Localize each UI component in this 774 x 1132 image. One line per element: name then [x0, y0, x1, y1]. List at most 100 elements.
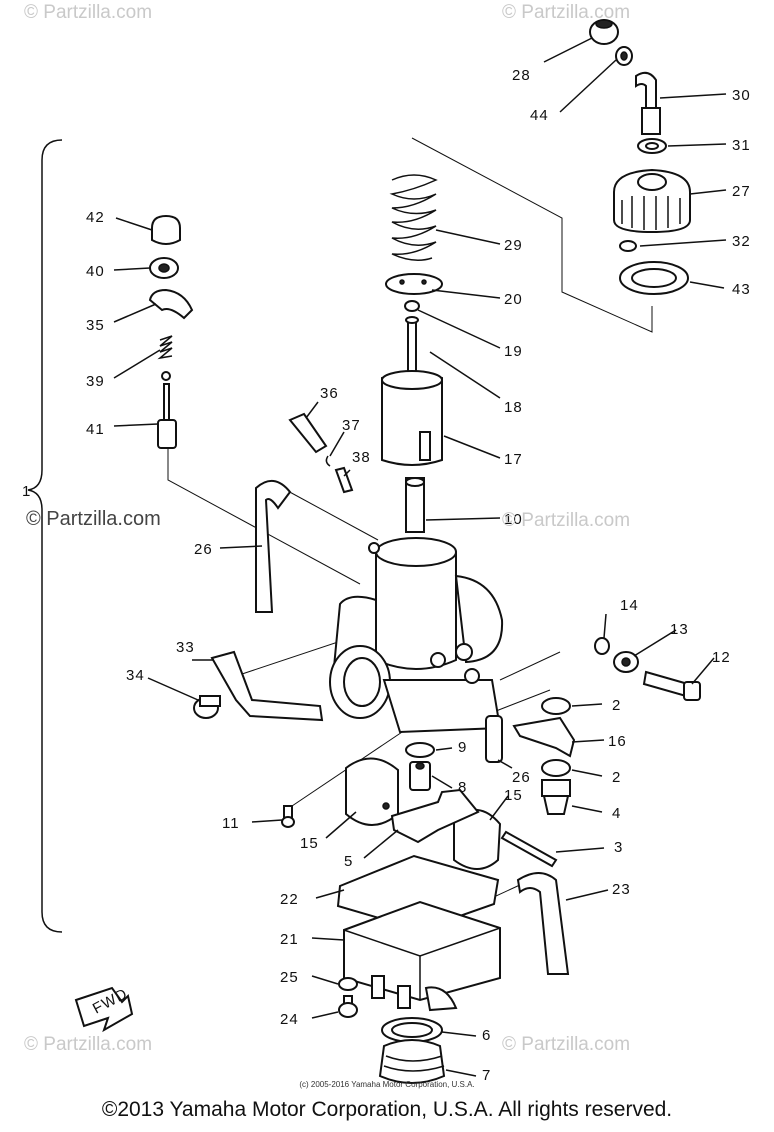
part-26-hose-upper: [255, 480, 292, 613]
callout-43: 43: [732, 281, 751, 298]
callout-11: 11: [222, 815, 240, 832]
part-7-joint: [378, 1039, 446, 1084]
part-23-overflow-hose: [516, 872, 570, 975]
part-25-washer: [338, 977, 358, 991]
callout-2a: 2: [612, 697, 621, 714]
part-41-starter-plunger: [157, 371, 177, 449]
part-16-plate: [512, 716, 576, 758]
part-34-bolt: [193, 695, 221, 719]
callout-39: 39: [86, 373, 105, 390]
part-30-cable-adjuster: [635, 71, 661, 135]
callout-12: 12: [712, 649, 731, 666]
callout-13: 13: [670, 621, 689, 638]
part-6-clamp: [381, 1017, 443, 1043]
fwd-arrow-icon: FWD: [74, 985, 134, 1033]
assembly-bracket: [27, 139, 63, 933]
part-27-chamber-top: [613, 168, 691, 234]
watermark-top-left: © Partzilla.com: [24, 2, 153, 23]
part-32-clip: [619, 240, 637, 252]
callout-14: 14: [620, 597, 639, 614]
callout-10: 10: [504, 511, 523, 528]
callout-36: 36: [320, 385, 339, 402]
part-3-float-pin: [500, 830, 558, 868]
part-38-screw: [334, 466, 354, 494]
part-2-washer-lower: [541, 759, 571, 777]
callout-40: 40: [86, 263, 105, 280]
part-10-needle-jet: [405, 477, 425, 533]
small-copyright: (c) 2005-2016 Yamaha Motor Corporation, …: [299, 1080, 475, 1089]
part-18-jet-needle: [405, 316, 419, 379]
watermark-top-right: © Partzilla.com: [502, 2, 631, 23]
part-15-float-left: [345, 757, 399, 826]
leader-drain-plug: [499, 651, 561, 681]
watermark-bottom-right: © Partzilla.com: [502, 1034, 631, 1055]
part-21-float-chamber: [343, 900, 501, 1012]
callout-16: 16: [608, 733, 627, 750]
callout-1: 1: [22, 483, 31, 500]
leader-pilot-screw: [167, 448, 361, 585]
part-12-throttle-stop-screw: [642, 670, 701, 701]
callout-9: 9: [458, 739, 467, 756]
part-31-washer: [637, 138, 667, 154]
callout-22: 22: [280, 891, 299, 908]
callout-6: 6: [482, 1027, 491, 1044]
part-14-o-ring: [594, 637, 610, 655]
callout-28: 28: [512, 67, 531, 84]
callout-27: 27: [732, 183, 751, 200]
callout-25: 25: [280, 969, 299, 986]
footer-copyright: ©2013 Yamaha Motor Corporation, U.S.A. A…: [101, 1098, 673, 1121]
callout-33: 33: [176, 639, 195, 656]
callout-44: 44: [530, 107, 549, 124]
carburetor-body: [329, 537, 504, 734]
callout-18: 18: [504, 399, 523, 416]
part-22-gasket: [336, 854, 500, 932]
leader-cap-assembly: [411, 137, 653, 333]
part-44-nut: [615, 46, 633, 66]
watermark-mid-left: © Partzilla.com: [26, 508, 161, 530]
part-35-lever: [148, 288, 194, 320]
callout-24: 24: [280, 1011, 299, 1028]
leader-hose-26: [285, 489, 379, 541]
callout-26b: 26: [512, 769, 531, 786]
callout-21: 21: [280, 931, 299, 948]
callout-15b: 15: [504, 787, 523, 804]
leader-lines: [113, 37, 727, 1077]
watermark-bottom-left: © Partzilla.com: [24, 1034, 153, 1055]
callout-2b: 2: [612, 769, 621, 786]
part-9-washer: [405, 742, 435, 758]
callout-34: 34: [126, 667, 145, 684]
part-43-gasket: [619, 261, 689, 295]
callout-29: 29: [504, 237, 523, 254]
part-26-hose-lower: [485, 715, 503, 763]
part-29-spring: [389, 174, 438, 261]
callout-20: 20: [504, 291, 523, 308]
part-11-screw: [281, 805, 295, 828]
callout-7: 7: [482, 1067, 491, 1084]
callout-26a: 26: [194, 541, 213, 558]
part-5-float-arm: [390, 788, 480, 844]
callout-23: 23: [612, 881, 631, 898]
watermark-mid-right: © Partzilla.com: [502, 510, 631, 531]
part-36-air-screw: [288, 412, 328, 454]
part-19-clip: [404, 300, 420, 312]
part-2-washer-upper: [541, 697, 571, 715]
callout-38: 38: [352, 449, 371, 466]
callout-8: 8: [458, 779, 467, 796]
callout-41: 41: [86, 421, 105, 438]
callout-5: 5: [344, 853, 353, 870]
callout-17: 17: [504, 451, 523, 468]
callout-42: 42: [86, 209, 105, 226]
callout-labels: 1 2 2 3 4 5 6 7 8 9 10 11 12 13 14 15 15…: [22, 67, 751, 1084]
part-20-needle-plate: [385, 273, 443, 295]
part-28-cap: [589, 19, 619, 45]
part-42-cap: [151, 214, 181, 245]
callout-4: 4: [612, 805, 621, 822]
part-37-spring: [325, 455, 331, 467]
callout-3: 3: [614, 839, 623, 856]
callout-31: 31: [732, 137, 751, 154]
callout-35: 35: [86, 317, 105, 334]
callout-30: 30: [732, 87, 751, 104]
callout-19: 19: [504, 343, 523, 360]
callout-15a: 15: [300, 835, 319, 852]
